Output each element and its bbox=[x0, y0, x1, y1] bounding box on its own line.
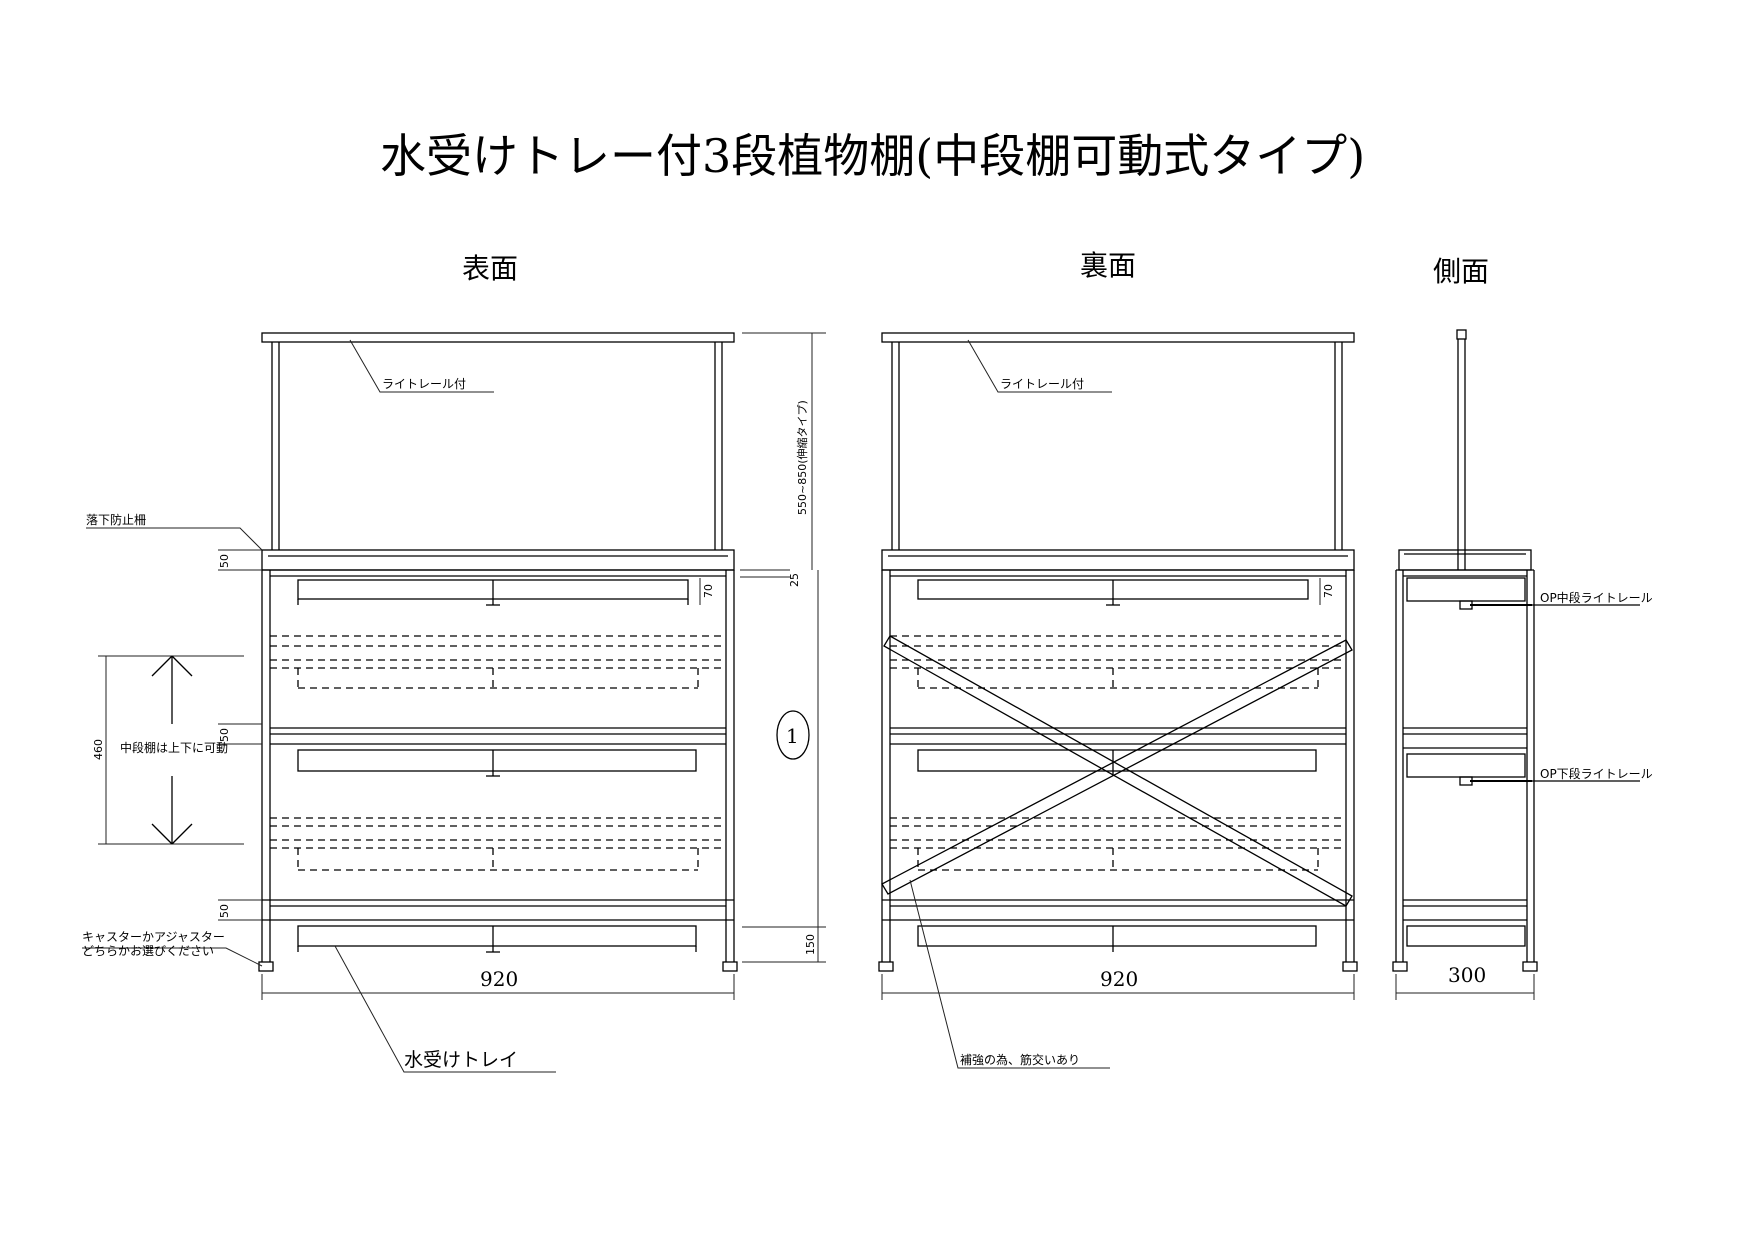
side-view: OP中段ライトレール OP下段ライトレール 300 bbox=[1392, 329, 1653, 1000]
front-view-label: 表面 bbox=[462, 252, 518, 285]
dim-70-front: 70 bbox=[702, 584, 715, 598]
item-marker bbox=[776, 710, 810, 760]
fall-guard-front bbox=[261, 549, 735, 571]
dim-50-mid: 50 bbox=[218, 728, 231, 742]
note-light-rail-front: ライトレール付 bbox=[382, 377, 466, 391]
front-view: 70 bbox=[82, 332, 826, 1073]
caster-front-right bbox=[722, 961, 738, 972]
dim-50-top: 50 bbox=[218, 554, 231, 568]
dim-150: 150 bbox=[804, 934, 817, 955]
note-fall-guard: 落下防止柵 bbox=[86, 512, 146, 527]
tray-middle-front bbox=[297, 749, 697, 772]
back-view: 70 92 bbox=[878, 332, 1358, 1069]
dim-width-side: 300 bbox=[1448, 963, 1486, 987]
cross-bracing bbox=[881, 635, 1353, 907]
light-bar-front bbox=[261, 332, 735, 343]
note-light-rail-back: ライトレール付 bbox=[1000, 377, 1084, 391]
note-op-middle-rail: OP中段ライトレール bbox=[1540, 590, 1653, 605]
dim-460: 460 bbox=[92, 739, 105, 760]
fall-guard-back bbox=[881, 549, 1355, 571]
dim-light-height: 550~850(伸縮タイプ) bbox=[795, 400, 809, 515]
light-bar-back bbox=[881, 332, 1355, 343]
dim-width-back: 920 bbox=[1100, 967, 1138, 991]
tray-bottom-front bbox=[297, 925, 697, 947]
item-number: 1 bbox=[786, 724, 799, 748]
drawing-title: 水受けトレー付3段植物棚(中段棚可動式タイプ) bbox=[380, 129, 1365, 183]
dim-70-back: 70 bbox=[1322, 584, 1335, 598]
caster-front-left bbox=[258, 961, 274, 972]
dim-50-low: 50 bbox=[218, 904, 231, 918]
note-middle-movable: 中段棚は上下に可動 bbox=[120, 740, 228, 755]
dim-25: 25 bbox=[788, 573, 801, 587]
dim-width-front: 920 bbox=[480, 967, 518, 991]
note-caster-2: どちらかお選びください bbox=[82, 944, 214, 958]
note-caster-1: キャスターかアジャスター bbox=[82, 930, 225, 944]
side-view-label: 側面 bbox=[1433, 255, 1489, 288]
note-water-tray: 水受けトレイ bbox=[404, 1049, 518, 1071]
note-bracing: 補強の為、筋交いあり bbox=[960, 1052, 1080, 1067]
note-op-lower-rail: OP下段ライトレール bbox=[1540, 766, 1653, 781]
back-view-label: 裏面 bbox=[1080, 249, 1136, 282]
